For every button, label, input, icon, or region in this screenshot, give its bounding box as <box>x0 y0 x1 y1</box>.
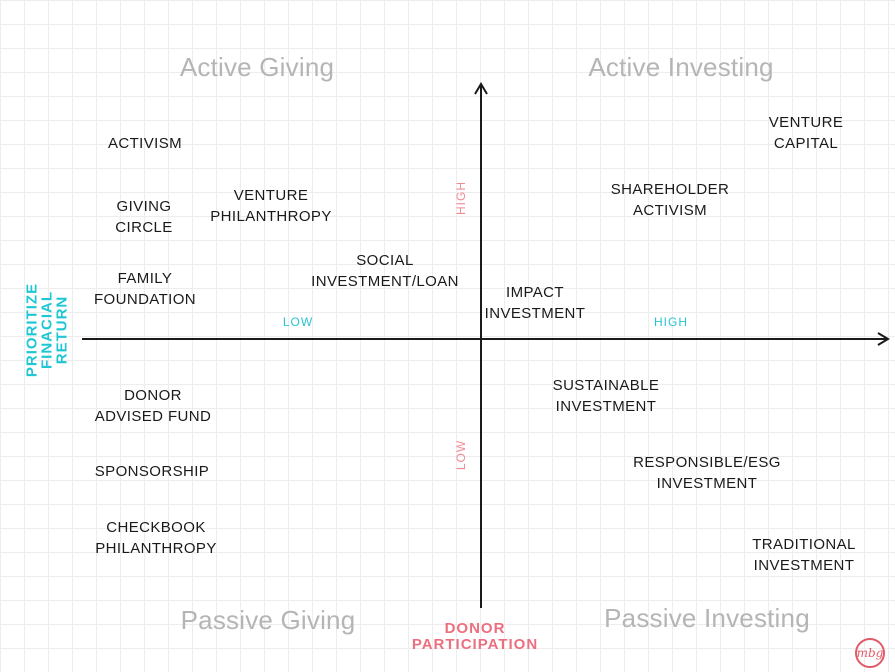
brand-logo: mbg <box>855 638 885 668</box>
item-shareholder-activism: SHAREHOLDER ACTIVISM <box>610 181 730 219</box>
item-sustainable-investment: SUSTAINABLE INVESTMENT <box>552 377 660 415</box>
item-venture-philanthropy: VENTURE PHILANTHROPY <box>210 187 332 225</box>
item-traditional-investment: TRADITIONAL INVESTMENT <box>752 536 856 574</box>
financial-return-axis-title: PRIORITIZE FINACIAL RETURN <box>23 282 71 378</box>
item-sponsorship: SPONSORSHIP <box>94 463 210 480</box>
item-venture-capital: VENTURE CAPITAL <box>768 114 844 152</box>
vertical-high-label: HIGH <box>454 181 468 215</box>
quadrant-label-active-giving: Active Giving <box>179 52 335 82</box>
item-family-foundation: FAMILY FOUNDATION <box>93 270 197 308</box>
quadrant-label-active-investing: Active Investing <box>588 52 774 82</box>
vertical-low-label: LOW <box>454 439 468 471</box>
horizontal-high-label: HIGH <box>654 315 688 329</box>
horizontal-arrowhead <box>877 332 890 346</box>
horizontal-low-label: LOW <box>282 315 314 329</box>
vertical-arrowhead <box>474 82 488 95</box>
item-donor-advised-fund: DONOR ADVISED FUND <box>94 387 212 425</box>
donor-participation-axis-title: DONOR PARTICIPATION <box>411 620 539 653</box>
item-responsible-esg-investment: RESPONSIBLE/ESG INVESTMENT <box>633 454 781 492</box>
item-checkbook-philanthropy: CHECKBOOK PHILANTHROPY <box>95 519 217 557</box>
item-social-investment-loan: SOCIAL INVESTMENT/LOAN <box>311 252 459 290</box>
item-activism: ACTIVISM <box>107 135 183 152</box>
quadrant-label-passive-giving: Passive Giving <box>180 605 356 635</box>
quadrant-label-passive-investing: Passive Investing <box>604 603 810 633</box>
item-giving-circle: GIVING CIRCLE <box>115 198 173 236</box>
item-impact-investment: IMPACT INVESTMENT <box>484 284 586 322</box>
